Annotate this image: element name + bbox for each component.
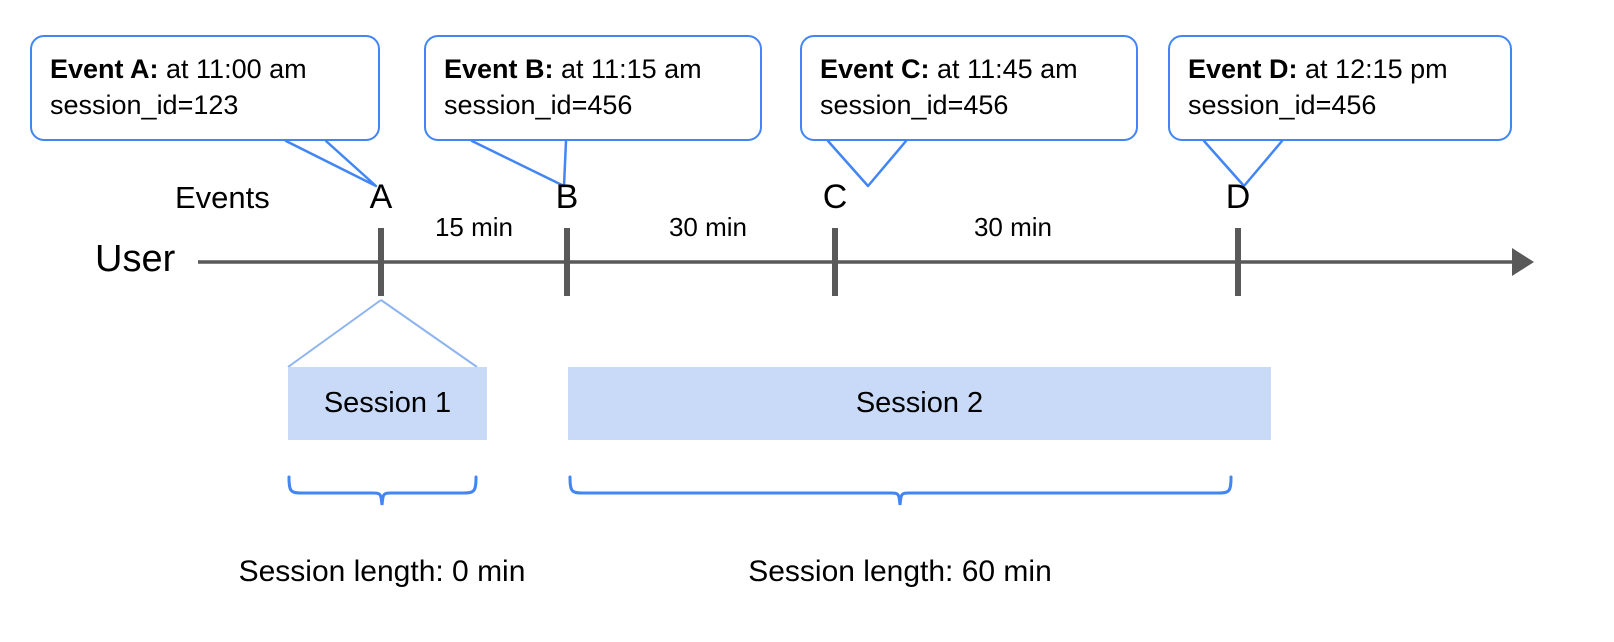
session-1-length-caption: Session length: 0 min [238,555,526,588]
callout-event-b-time: at 11:15 am [553,54,702,84]
session-2-length-caption: Session length: 60 min [748,555,1052,588]
timeline-arrowhead [1512,248,1534,276]
callout-event-a-lead: Event A: [50,54,159,84]
user-row-label: User [95,238,176,280]
callout-event-b-session: session_id=456 [444,90,633,121]
callout-event-c-time: at 11:45 am [929,54,1078,84]
session-1-funnel [287,299,478,368]
callout-event-b-lead: Event B: [444,54,554,84]
gap-label-cd: 30 min [973,212,1053,242]
callout-event-a-session: session_id=123 [50,90,239,121]
session-1-brace [287,475,478,506]
event-letter-b: B [555,178,579,216]
callout-event-a-time: at 11:00 am [158,54,307,84]
callout-event-d-session: session_id=456 [1188,90,1377,121]
callout-event-d-lead: Event D: [1188,54,1298,84]
callout-event-c: Event C: at 11:45 am session_id=456 [800,35,1138,141]
callout-tail-a [284,139,378,188]
session-2-brace [568,475,1233,506]
gap-label-bc: 30 min [668,212,748,242]
gap-label-ab: 15 min [434,212,514,242]
callout-event-a: Event A: at 11:00 am session_id=123 [30,35,380,141]
callout-event-c-session: session_id=456 [820,90,1009,121]
event-letter-a: A [369,178,393,216]
events-row-label: Events [175,180,270,215]
callout-event-b: Event B: at 11:15 am session_id=456 [424,35,762,141]
event-letter-c: C [822,178,848,216]
event-letter-d: D [1225,178,1251,216]
session-2-bar: Session 2 [568,367,1271,440]
callout-event-c-lead: Event C: [820,54,930,84]
callout-event-d-time: at 12:15 pm [1297,54,1448,84]
callout-event-d: Event D: at 12:15 pm session_id=456 [1168,35,1512,141]
session-1-bar: Session 1 [288,367,487,440]
callout-tail-b [470,139,568,188]
